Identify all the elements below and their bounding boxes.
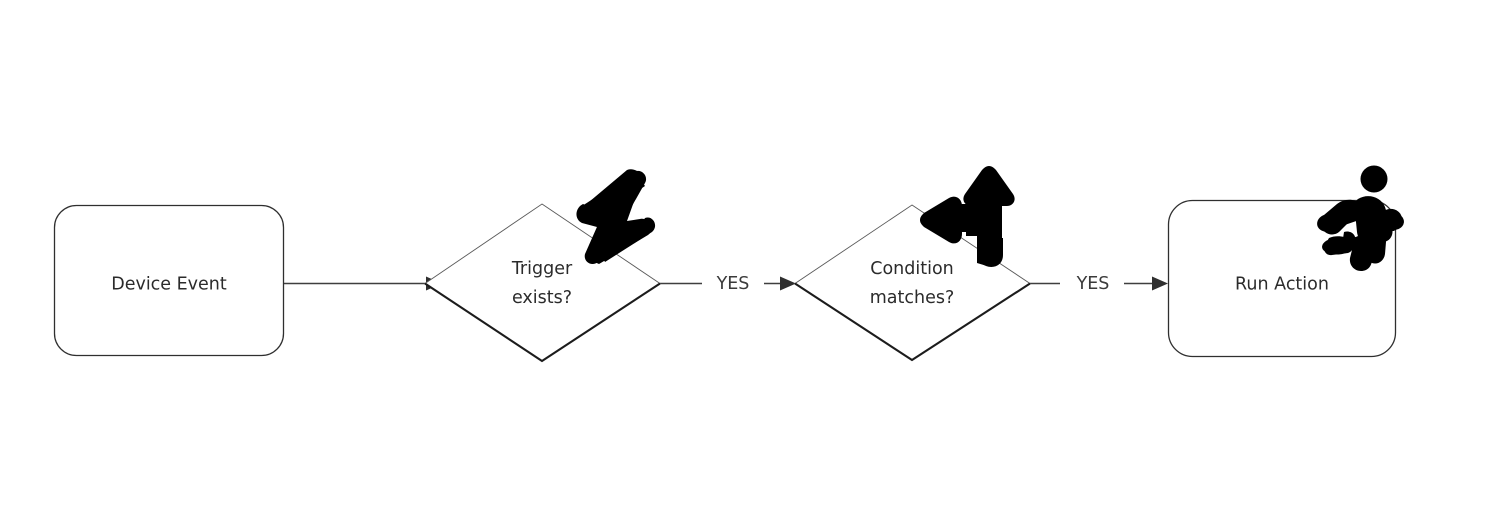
lightning-bolt-icon (576, 169, 656, 265)
trigger-exists-label-line1: Trigger (511, 259, 573, 279)
condition-matches-diamond-lower-edge (794, 282, 1031, 362)
edge-label-yes-1: YES (716, 274, 750, 294)
device-event-box[interactable] (53, 204, 285, 357)
edge-condition-to-action: YES (1030, 274, 1168, 294)
edge-label-yes-2: YES (1076, 274, 1110, 294)
trigger-exists-label-line2: exists? (512, 288, 572, 308)
condition-matches-label-line1: Condition (870, 259, 954, 279)
arrowhead-icon (1152, 276, 1168, 291)
call-split-icon (920, 166, 1015, 267)
trigger-exists-diamond-lower-edge (424, 282, 661, 363)
node-trigger-exists[interactable]: Trigger exists? (424, 169, 661, 363)
node-device-event[interactable]: Device Event (53, 204, 285, 357)
node-run-action[interactable]: Run Action (1167, 165, 1406, 358)
running-person-icon (1317, 165, 1404, 271)
edge-trigger-to-condition: YES (660, 274, 796, 294)
device-event-label: Device Event (111, 275, 227, 295)
arrowhead-icon (780, 276, 796, 291)
run-action-label: Run Action (1235, 275, 1329, 295)
node-condition-matches[interactable]: Condition matches? (794, 166, 1031, 362)
condition-matches-label-line2: matches? (870, 288, 955, 308)
edge-device-to-trigger (284, 276, 442, 291)
